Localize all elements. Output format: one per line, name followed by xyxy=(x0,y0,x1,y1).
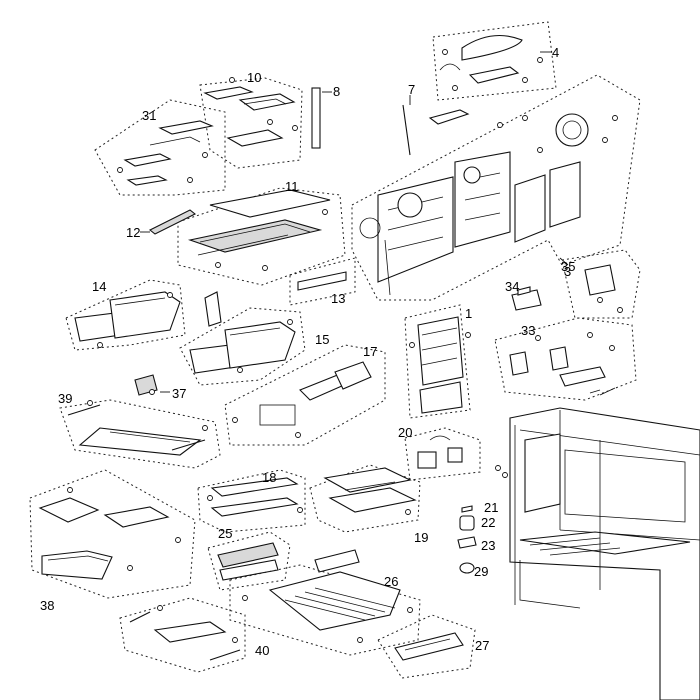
part-group-18 xyxy=(197,469,306,533)
callout-22: 22 xyxy=(481,515,495,530)
callout-34: 34 xyxy=(505,279,519,294)
part-group-12 xyxy=(140,209,197,235)
callout-21: 21 xyxy=(484,500,498,515)
part-group-33 xyxy=(494,317,637,401)
callout-26: 26 xyxy=(384,574,398,589)
callout-33: 33 xyxy=(521,323,535,338)
part-21 xyxy=(461,505,473,513)
part-group-19 xyxy=(309,464,421,533)
part-group-15 xyxy=(179,307,306,386)
part-group-37 xyxy=(134,374,170,396)
callout-23: 23 xyxy=(481,538,495,553)
callout-19: 19 xyxy=(414,530,428,545)
callout-13: 13 xyxy=(331,291,345,306)
part-23 xyxy=(457,536,477,549)
part-group-38 xyxy=(29,469,196,599)
fridge-cabinet xyxy=(509,387,700,700)
part-group-1 xyxy=(404,304,471,419)
callout-3: 3 xyxy=(564,264,571,279)
callout-39: 39 xyxy=(58,391,72,406)
callout-17: 17 xyxy=(363,344,377,359)
part-group-10 xyxy=(199,77,303,169)
callout-20: 20 xyxy=(398,425,412,440)
callout-4: 4 xyxy=(552,45,559,60)
part-group-20 xyxy=(404,427,481,481)
callout-25: 25 xyxy=(218,526,232,541)
part-22 xyxy=(459,515,475,531)
callout-8: 8 xyxy=(333,84,340,99)
part-7 xyxy=(402,95,411,156)
part-group-35 xyxy=(561,249,641,319)
part-group-14 xyxy=(65,279,222,351)
callout-7: 7 xyxy=(408,82,415,97)
callout-18: 18 xyxy=(262,470,276,485)
part-group-34 xyxy=(511,286,542,311)
callout-37: 37 xyxy=(172,386,186,401)
part-29 xyxy=(459,562,475,574)
part-group-39 xyxy=(59,399,221,469)
callout-31: 31 xyxy=(142,108,156,123)
part-group-27 xyxy=(377,614,476,679)
part-group-17 xyxy=(224,344,386,446)
part-group-26 xyxy=(229,564,421,656)
callout-11: 11 xyxy=(285,179,299,194)
part-group-13 xyxy=(289,257,356,306)
callout-15: 15 xyxy=(315,332,329,347)
callout-14: 14 xyxy=(92,279,106,294)
part-group-11 xyxy=(177,187,346,286)
part-8 xyxy=(311,87,332,149)
callout-40: 40 xyxy=(255,643,269,658)
callout-38: 38 xyxy=(40,598,54,613)
part-group-4 xyxy=(432,21,557,101)
callout-27: 27 xyxy=(475,638,489,653)
part-group-3 xyxy=(351,74,641,301)
callout-12: 12 xyxy=(126,225,140,240)
callout-1: 1 xyxy=(465,306,472,321)
callout-10: 10 xyxy=(247,70,261,85)
part-group-31 xyxy=(94,99,226,196)
callout-29: 29 xyxy=(474,564,488,579)
callout-35: 35 xyxy=(561,259,575,274)
part-group-25 xyxy=(207,531,360,591)
part-group-40 xyxy=(119,597,246,673)
